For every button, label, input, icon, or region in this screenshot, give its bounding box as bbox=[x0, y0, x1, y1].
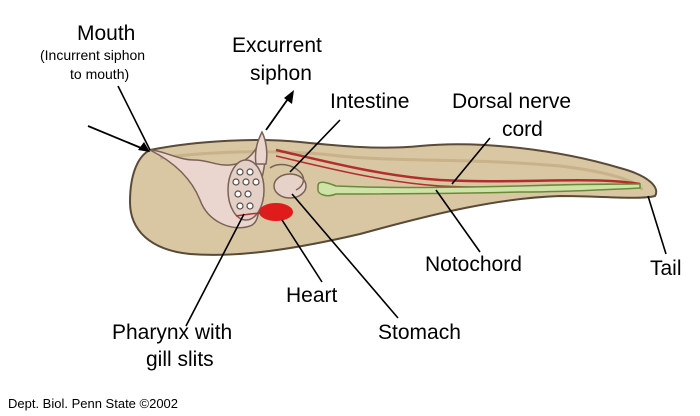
label-dorsal-1: Dorsal nerve bbox=[452, 90, 571, 113]
label-dorsal-2: cord bbox=[502, 118, 543, 141]
mouth-leader bbox=[117, 85, 151, 151]
incurrent-arrow bbox=[87, 125, 150, 152]
credit-line: Dept. Biol. Penn State ©2002 bbox=[8, 396, 178, 411]
intestine-organ bbox=[269, 163, 305, 191]
dorsal-leader bbox=[451, 137, 491, 185]
nerve-branch bbox=[235, 212, 271, 217]
dorsal-nerve-cord bbox=[275, 148, 641, 186]
label-excurrent-1: Excurrent bbox=[232, 34, 322, 57]
gill-slits bbox=[232, 168, 260, 210]
label-excurrent-2: siphon bbox=[250, 62, 312, 85]
body-inner-band bbox=[159, 150, 644, 191]
label-pharynx-2: gill slits bbox=[146, 348, 214, 371]
label-mouth-note-1: (Incurrent siphon bbox=[40, 47, 145, 63]
excurrent-arrow bbox=[265, 90, 294, 131]
label-mouth-note-2: to mouth) bbox=[70, 66, 129, 82]
heart-organ bbox=[259, 203, 293, 221]
tail-leader bbox=[647, 195, 667, 255]
label-stomach: Stomach bbox=[378, 321, 461, 344]
label-pharynx-1: Pharynx with bbox=[112, 321, 232, 344]
notochord-organ bbox=[317, 181, 641, 197]
stomach-organ bbox=[273, 173, 307, 199]
notochord-leader bbox=[435, 189, 481, 253]
intestine-leader bbox=[289, 119, 341, 173]
label-notochord: Notochord bbox=[425, 253, 522, 276]
excurrent-siphon-tube bbox=[254, 130, 268, 165]
label-heart: Heart bbox=[286, 284, 338, 307]
heart-leader bbox=[281, 219, 323, 283]
stomach-leader bbox=[291, 193, 399, 319]
label-intestine: Intestine bbox=[330, 90, 409, 113]
gill-slit-region bbox=[227, 159, 265, 221]
pharynx-leader bbox=[185, 213, 245, 327]
label-tail: Tail bbox=[650, 257, 682, 280]
label-mouth: Mouth bbox=[77, 22, 135, 45]
